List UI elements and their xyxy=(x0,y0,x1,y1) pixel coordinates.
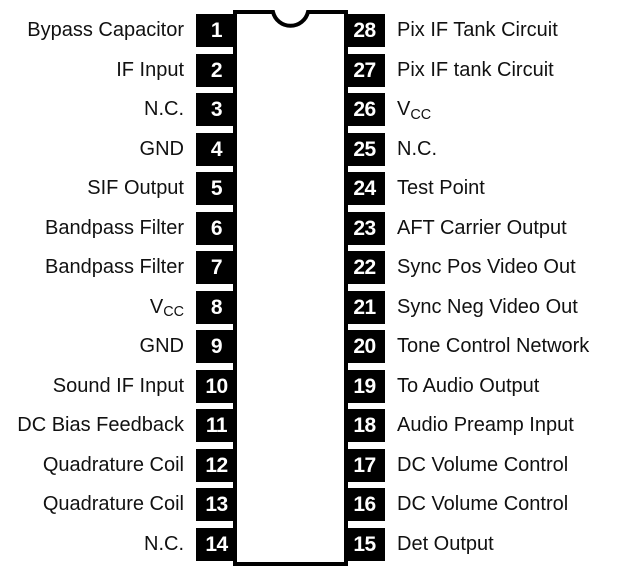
pin-label: IF Input xyxy=(116,58,184,81)
pin-row[interactable]: 27 Pix IF tank Circuit xyxy=(344,53,621,87)
pin-label-subscript: CC xyxy=(410,106,432,123)
pin-label: Tone Control Network xyxy=(397,335,590,357)
pin-row[interactable]: 21 Sync Neg Video Out xyxy=(344,290,621,324)
pin-label: Bandpass Filter xyxy=(45,256,184,278)
pin-number-pad[interactable]: 28 xyxy=(344,14,385,47)
pin-number-pad[interactable]: 17 xyxy=(344,448,385,482)
pin-label: SIF Output xyxy=(87,177,184,199)
pin-number-pad[interactable]: 23 xyxy=(344,211,385,245)
pin-number-pad[interactable]: 27 xyxy=(344,53,385,87)
pin-number-pad[interactable]: 24 xyxy=(344,172,385,205)
pin-label: N.C. xyxy=(144,98,184,120)
pin-label: Pix IF Tank Circuit xyxy=(397,19,558,41)
pin-row[interactable]: SIF Output 5 xyxy=(0,172,237,205)
pin-row[interactable]: 16 DC Volume Control xyxy=(344,488,621,521)
pin-label: GND xyxy=(139,335,184,357)
pin-number-pad[interactable]: 10 xyxy=(196,369,237,403)
pin-row[interactable]: Quadrature Coil 12 xyxy=(0,448,237,482)
pin-number-pad[interactable]: 9 xyxy=(196,330,237,363)
pin-number-pad[interactable]: 3 xyxy=(196,93,237,126)
pin-row[interactable]: 20 Tone Control Network xyxy=(344,330,621,363)
pin-row[interactable]: Bandpass Filter 6 xyxy=(0,211,237,245)
pin-row[interactable]: Bypass Capacitor 1 xyxy=(0,14,237,47)
pin-label: To Audio Output xyxy=(397,374,540,397)
pin-number-pad[interactable]: 25 xyxy=(344,132,385,166)
pin-label: VCC xyxy=(149,295,184,321)
pin-label: Pix IF tank Circuit xyxy=(397,58,554,81)
pin-row[interactable]: N.C. 14 xyxy=(0,527,237,561)
pin-row[interactable]: 19 To Audio Output xyxy=(344,369,621,403)
pin-row[interactable]: 25 N.C. xyxy=(344,132,621,166)
pin-row[interactable]: GND 9 xyxy=(0,330,237,363)
pin-label-subscript: CC xyxy=(163,304,184,321)
pin-row[interactable]: Sound IF Input 10 xyxy=(0,369,237,403)
pin-number-pad[interactable]: 12 xyxy=(196,448,237,482)
pin-number-pad[interactable]: 13 xyxy=(196,488,237,521)
pin-row[interactable]: 18 Audio Preamp Input xyxy=(344,409,621,442)
pin-row[interactable]: VCC 8 xyxy=(0,290,237,324)
pin-label: Sync Pos Video Out xyxy=(397,256,576,278)
chip-body-outline xyxy=(233,10,348,566)
pin-row[interactable]: 15 Det Output xyxy=(344,527,621,561)
pin-row[interactable]: 26 VCC xyxy=(344,93,621,126)
pin-row[interactable]: 23 AFT Carrier Output xyxy=(344,211,621,245)
pin-label: N.C. xyxy=(144,532,184,555)
pin-number-pad[interactable]: 4 xyxy=(196,132,237,166)
pin-number-pad[interactable]: 14 xyxy=(196,527,237,561)
pin-label: Bandpass Filter xyxy=(45,216,184,239)
pin-label: Det Output xyxy=(397,532,494,555)
pin-label: Audio Preamp Input xyxy=(397,414,574,436)
pin-label: Test Point xyxy=(397,177,485,199)
pin-row[interactable]: Bandpass Filter 7 xyxy=(0,251,237,284)
pin-number-pad[interactable]: 8 xyxy=(196,290,237,324)
pin-label: GND xyxy=(139,137,184,160)
pin-number-pad[interactable]: 6 xyxy=(196,211,237,245)
pin-number-pad[interactable]: 26 xyxy=(344,93,385,126)
pin-row[interactable]: IF Input 2 xyxy=(0,53,237,87)
pin-number-pad[interactable]: 21 xyxy=(344,290,385,324)
pin-number-pad[interactable]: 16 xyxy=(344,488,385,521)
pin-number-pad[interactable]: 19 xyxy=(344,369,385,403)
pin-number-pad[interactable]: 5 xyxy=(196,172,237,205)
pin-label: DC Volume Control xyxy=(397,453,569,476)
pin-number-pad[interactable]: 11 xyxy=(196,409,237,442)
pin-label: Quadrature Coil xyxy=(42,453,184,476)
pin-number-pad[interactable]: 7 xyxy=(196,251,237,284)
pin-label: AFT Carrier Output xyxy=(397,216,567,239)
pin-label: Quadrature Coil xyxy=(42,493,184,515)
pin-row[interactable]: 28 Pix IF Tank Circuit xyxy=(344,14,621,47)
pin-number-pad[interactable]: 18 xyxy=(344,409,385,442)
pin-row[interactable]: 24 Test Point xyxy=(344,172,621,205)
pin-number-pad[interactable]: 20 xyxy=(344,330,385,363)
pin-label: VCC xyxy=(397,98,432,123)
pin-label: Sound IF Input xyxy=(52,374,184,397)
pin-label: DC Bias Feedback xyxy=(17,414,184,436)
pin-row[interactable]: GND 4 xyxy=(0,132,237,166)
pin-row[interactable]: N.C. 3 xyxy=(0,93,237,126)
pin-row[interactable]: DC Bias Feedback 11 xyxy=(0,409,237,442)
pin-row[interactable]: Quadrature Coil 13 xyxy=(0,488,237,521)
pin-number-pad[interactable]: 22 xyxy=(344,251,385,284)
pin-row[interactable]: 17 DC Volume Control xyxy=(344,448,621,482)
pin-label: Sync Neg Video Out xyxy=(397,295,578,318)
pin-number-pad[interactable]: 1 xyxy=(196,14,237,47)
pin-label: N.C. xyxy=(397,137,437,160)
pin-row[interactable]: 22 Sync Pos Video Out xyxy=(344,251,621,284)
pin-label: Bypass Capacitor xyxy=(27,19,184,41)
pin-number-pad[interactable]: 15 xyxy=(344,527,385,561)
pin-label: DC Volume Control xyxy=(397,493,569,515)
pin-number-pad[interactable]: 2 xyxy=(196,53,237,87)
